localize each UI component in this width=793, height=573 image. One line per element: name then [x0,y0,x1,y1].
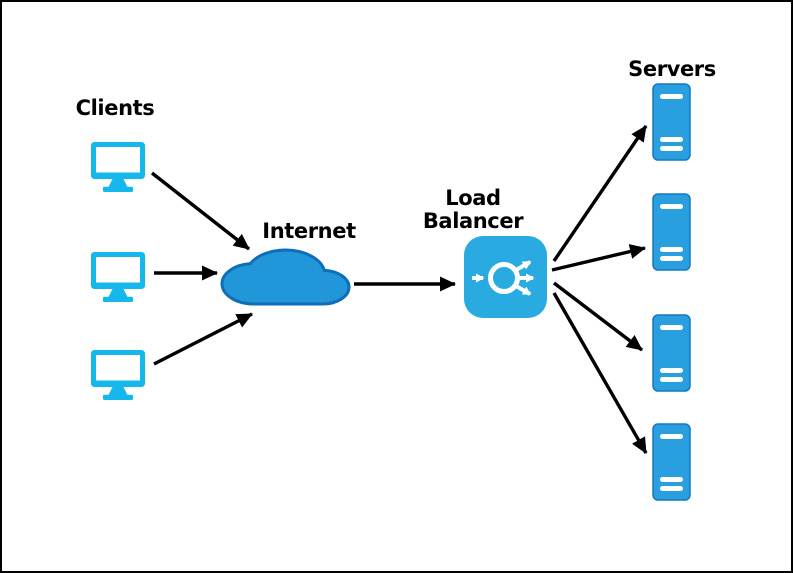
desktop-monitor-icon-1 [91,142,145,192]
load-balancer-body [464,236,547,318]
cloud-icon [222,250,349,304]
server-icon-4 [652,423,691,501]
desktop-monitor-icon-2 [91,252,145,302]
arrow-load-balancer-to-server-4 [552,292,648,454]
servers-label: Servers [628,57,716,81]
servers-group [652,83,691,501]
lb-node-circle [488,262,520,294]
arrow-load-balancer-to-server-1 [552,125,648,262]
arrow-load-balancer-to-server-2 [551,244,646,272]
arrow-client-1-to-internet [150,171,251,251]
lb-outbound-arrow-up-icon [515,260,532,272]
server-icon-3 [652,314,691,392]
load-balancer-label-line2: Balancer [423,209,524,233]
arrow-load-balancer-to-server-3 [552,281,644,352]
clients-label: Clients [76,96,155,120]
arrows-layer [150,125,648,454]
lb-outbound-arrow-down-icon [515,284,532,296]
server-icon-2 [652,193,691,271]
load-balancer-label-line1: Load [445,186,500,210]
arrow-client-3-to-internet [153,312,253,366]
server-icon-1 [652,83,691,161]
internet-label: Internet [262,219,356,243]
clients-group [91,142,145,400]
desktop-monitor-icon-3 [91,350,145,400]
load-balancer-icon [464,236,547,318]
